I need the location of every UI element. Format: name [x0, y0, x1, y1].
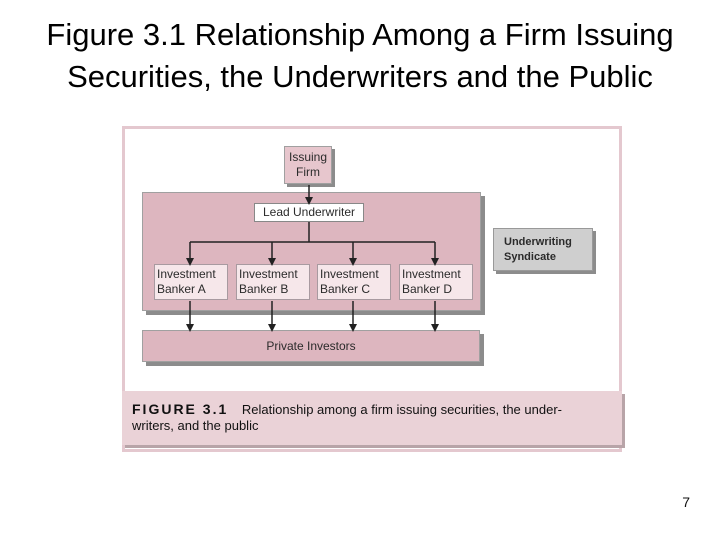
banker-b-line-2: Banker B: [239, 282, 289, 296]
slide-title: Figure 3.1 Relationship Among a Firm Iss…: [0, 14, 720, 98]
banker-d-line-2: Banker D: [402, 282, 453, 296]
banker-d-line-1: Investment: [402, 267, 461, 281]
caption-label: FIGURE 3.1: [132, 401, 229, 417]
banker-b-line-1: Investment: [239, 267, 298, 281]
lead-underwriter-box: Lead Underwriter: [254, 203, 364, 222]
syndicate-line-1: Underwriting: [504, 236, 572, 248]
issuing-firm-box: Issuing Firm: [284, 146, 332, 184]
slide-title-line-2: Securities, the Underwriters and the Pub…: [67, 59, 653, 94]
underwriting-syndicate-box: Underwriting Syndicate: [493, 228, 593, 271]
private-investors-box: Private Investors: [142, 330, 480, 362]
investment-banker-d-box: Investment Banker D: [399, 264, 473, 300]
issuing-firm-line-2: Firm: [296, 165, 320, 179]
caption-line-1: FIGURE 3.1 Relationship among a firm iss…: [132, 401, 610, 418]
banker-c-line-1: Investment: [320, 267, 379, 281]
banker-a-line-2: Banker A: [157, 282, 206, 296]
caption-text-line-2: writers, and the public: [132, 418, 259, 433]
issuing-firm-line-1: Issuing: [288, 150, 328, 164]
slide-title-line-1: Figure 3.1 Relationship Among a Firm Iss…: [46, 17, 674, 52]
banker-a-line-1: Investment: [157, 267, 216, 281]
syndicate-line-2: Syndicate: [504, 251, 556, 263]
page-number: 7: [682, 494, 690, 510]
private-investors-label: Private Investors: [266, 339, 356, 353]
lead-underwriter-label: Lead Underwriter: [262, 205, 356, 219]
figure-caption: FIGURE 3.1 Relationship among a firm iss…: [122, 391, 622, 445]
banker-c-line-2: Banker C: [320, 282, 371, 296]
caption-text-line-1: Relationship among a firm issuing securi…: [241, 402, 562, 417]
investment-banker-c-box: Investment Banker C: [317, 264, 391, 300]
